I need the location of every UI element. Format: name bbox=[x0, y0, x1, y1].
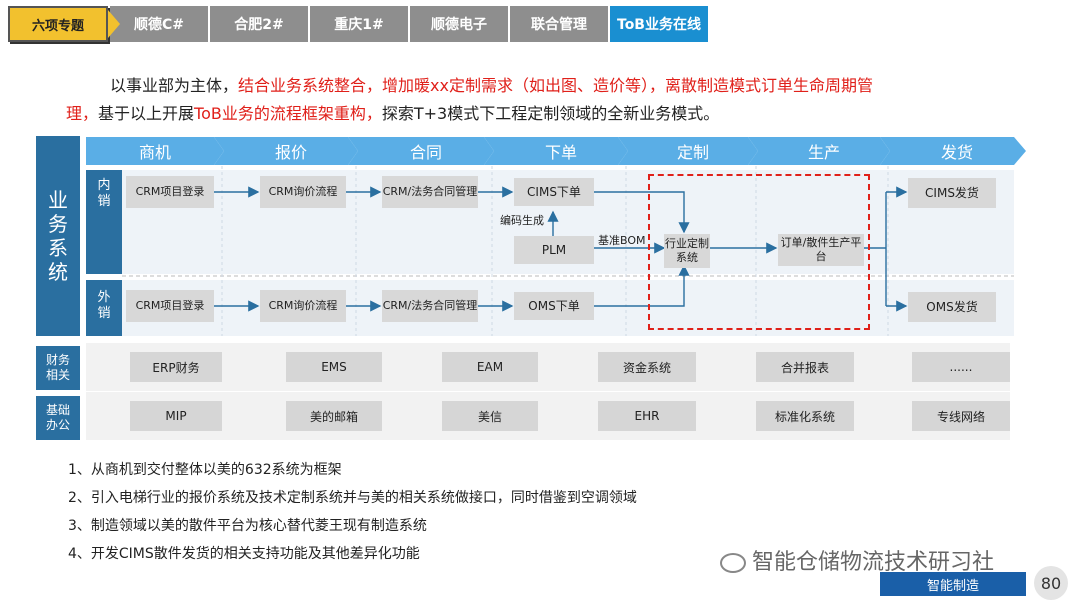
intro-part-6: 基于以上开展 bbox=[98, 104, 195, 123]
ship-branch bbox=[864, 186, 908, 312]
page-number: 80 bbox=[1034, 566, 1068, 600]
sys-consolidated-report: 合并报表 bbox=[756, 352, 854, 382]
stage-shipping: 发货 bbox=[940, 143, 973, 162]
tab-joint-management[interactable]: 联合管理 bbox=[510, 6, 608, 42]
box-plm: PLM bbox=[514, 236, 594, 264]
box-cims-ship: CIMS发货 bbox=[908, 178, 996, 208]
intro-part-8: 探索T+3模式下工程定制领域的全新业务模式。 bbox=[381, 104, 720, 123]
label-code-gen: 编码生成 bbox=[500, 214, 544, 227]
finance-row: ERP财务 EMS EAM 资金系统 合并报表 ...... bbox=[86, 343, 1010, 391]
stage-chevrons bbox=[86, 137, 1026, 165]
note-item: 2、引入电梯行业的报价系统及技术定制系统并与美的相关系统做接口，同时借鉴到空调领… bbox=[68, 490, 637, 506]
box-cims-order: CIMS下单 bbox=[514, 178, 594, 206]
row-export-label: 外销 bbox=[97, 290, 111, 321]
box-order-platform: 订单/散件生产平台 bbox=[778, 234, 864, 266]
row-export: 外销 bbox=[86, 280, 122, 336]
intro-part-1: 以事业部为主体， bbox=[110, 76, 239, 95]
notes-list: 1、从商机到交付整体以美的632系统为框架 2、引入电梯行业的报价系统及技术定制… bbox=[68, 456, 637, 568]
tab-shunde-electronics[interactable]: 顺德电子 bbox=[410, 6, 508, 42]
watermark-text: 智能仓储物流技术研习社 bbox=[752, 550, 995, 575]
box-custom-system: 行业定制系统 bbox=[664, 234, 710, 268]
sys-eam: EAM bbox=[442, 352, 538, 382]
stage-opportunity: 商机 bbox=[138, 143, 171, 162]
topic-tabs: 六项专题 顺德C# 合肥2# 重庆1# 顺德电子 联合管理 ToB业务在线 bbox=[8, 6, 708, 42]
box-outer-crm-lead: CRM项目登录 bbox=[126, 290, 214, 322]
side-office-label: 基础办公 bbox=[45, 403, 70, 432]
sys-private-network: 专线网络 bbox=[912, 401, 1010, 431]
tab-shunde-c[interactable]: 顺德C# bbox=[110, 6, 208, 42]
side-business-systems: 业务系统 bbox=[36, 136, 80, 336]
note-item: 1、从商机到交付整体以美的632系统为框架 bbox=[68, 462, 342, 478]
box-oms-ship: OMS发货 bbox=[908, 292, 996, 322]
tab-hefei-2[interactable]: 合肥2# bbox=[210, 6, 308, 42]
tab-home[interactable]: 六项专题 bbox=[8, 6, 120, 42]
row-domestic-label: 内销 bbox=[97, 178, 111, 209]
sys-standardization: 标准化系统 bbox=[756, 401, 854, 431]
sys-fund: 资金系统 bbox=[598, 352, 696, 382]
tab-chongqing-1[interactable]: 重庆1# bbox=[310, 6, 408, 42]
sys-meixin: 美信 bbox=[442, 401, 538, 431]
note-item: 3、制造领域以美的散件平台为核心替代菱王现有制造系统 bbox=[68, 518, 427, 534]
sys-ehr: EHR bbox=[598, 401, 696, 431]
box-inner-crm-contract: CRM/法务合同管理 bbox=[382, 176, 478, 208]
sys-more: ...... bbox=[912, 352, 1010, 382]
intro-paragraph: 以事业部为主体，结合业务系统整合，增加暖xx定制需求（如出图、造价等），离散制造… bbox=[66, 72, 1016, 128]
wechat-icon bbox=[720, 553, 746, 573]
footer-badge: 智能制造 bbox=[880, 572, 1026, 596]
flow-arrows bbox=[214, 186, 778, 312]
watermark: 智能仓储物流技术研习社 bbox=[720, 544, 994, 576]
stage-order: 下单 bbox=[544, 143, 577, 162]
office-row: MIP 美的邮箱 美信 EHR 标准化系统 专线网络 bbox=[86, 392, 1010, 440]
side-office: 基础办公 bbox=[36, 396, 80, 440]
label-base-bom: 基准BOM bbox=[598, 234, 646, 247]
box-oms-order: OMS下单 bbox=[514, 292, 594, 320]
intro-part-7: ToB业务的流程框架重构， bbox=[194, 104, 382, 123]
sys-ems: EMS bbox=[286, 352, 382, 382]
stage-custom: 定制 bbox=[676, 143, 709, 162]
stage-contract: 合同 bbox=[409, 143, 442, 162]
intro-part-4: 离散制造模式订单生命周期管 bbox=[664, 76, 873, 95]
stage-production: 生产 bbox=[807, 143, 840, 162]
sys-mail: 美的邮箱 bbox=[286, 401, 382, 431]
box-inner-crm-quote: CRM询价流程 bbox=[260, 176, 346, 208]
intro-part-3: 增加暖xx定制需求（如出图、造价等）， bbox=[382, 76, 665, 95]
intro-part-5: 理， bbox=[66, 104, 99, 123]
sys-mip: MIP bbox=[130, 401, 222, 431]
intro-part-2: 结合业务系统整合， bbox=[238, 76, 383, 95]
box-outer-crm-contract: CRM/法务合同管理 bbox=[382, 290, 478, 322]
row-domestic: 内销 bbox=[86, 170, 122, 274]
sys-erp-finance: ERP财务 bbox=[130, 352, 222, 382]
highlight-custom-production bbox=[648, 174, 870, 330]
side-finance: 财务相关 bbox=[36, 346, 80, 390]
box-inner-crm-lead: CRM项目登录 bbox=[126, 176, 214, 208]
stage-header: 商机 报价 合同 下单 定制 生产 发货 bbox=[86, 137, 1026, 165]
side-finance-label: 财务相关 bbox=[45, 353, 70, 382]
stage-quote: 报价 bbox=[274, 143, 307, 162]
box-outer-crm-quote: CRM询价流程 bbox=[260, 290, 346, 322]
side-business-systems-label: 业务系统 bbox=[48, 188, 68, 284]
note-item: 4、开发CIMS散件发货的相关支持功能及其他差异化功能 bbox=[68, 546, 420, 562]
tab-tob-online[interactable]: ToB业务在线 bbox=[610, 6, 708, 42]
